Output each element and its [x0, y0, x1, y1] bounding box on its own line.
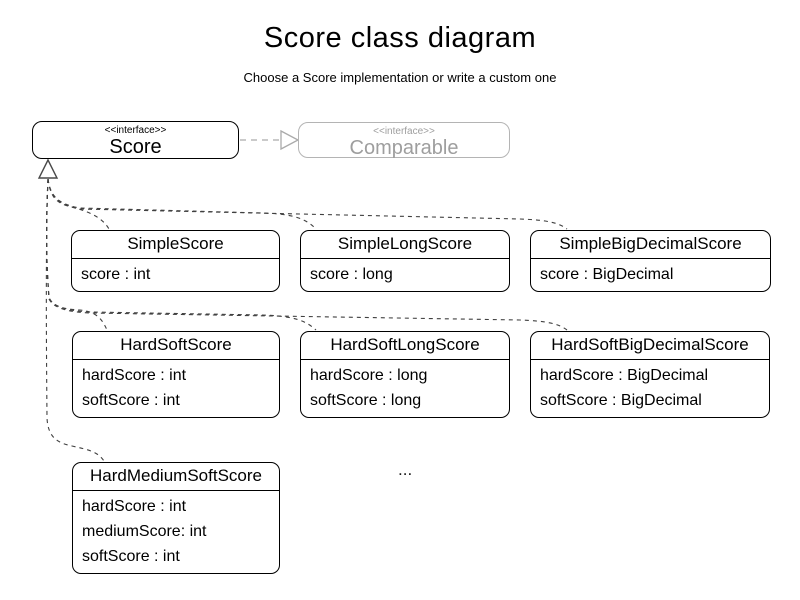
class-attribute: softScore : int [82, 548, 180, 565]
class-name: HardMediumSoftScore [73, 463, 279, 491]
hollow-triangle-right-icon [280, 129, 300, 151]
class-hardmediumsoftscore: HardMediumSoftScore hardScore : int medi… [72, 462, 280, 574]
class-name: SimpleScore [72, 231, 279, 259]
interface-score: <<interface>> Score [32, 121, 239, 159]
class-simplebigdecimalscore: SimpleBigDecimalScore score : BigDecimal [530, 230, 771, 292]
class-name: HardSoftScore [73, 332, 279, 360]
page-subtitle: Choose a Score implementation or write a… [243, 70, 557, 85]
class-hardsoftlongscore: HardSoftLongScore hardScore : long softS… [300, 331, 510, 418]
class-attribute: score : int [81, 266, 151, 283]
class-simplelongscore: SimpleLongScore score : long [300, 230, 510, 292]
class-attribute: score : BigDecimal [540, 266, 674, 283]
realization-edge-simplelongscore [47, 178, 317, 230]
interface-name: Score [109, 136, 162, 158]
class-name: HardSoftLongScore [301, 332, 509, 360]
class-simplescore: SimpleScore score : int [71, 230, 280, 292]
class-name: SimpleBigDecimalScore [531, 231, 770, 259]
class-attribute: hardScore : int [82, 367, 187, 384]
class-attribute: mediumScore: int [82, 523, 207, 540]
class-attribute: hardScore : long [310, 367, 428, 384]
interface-name: Comparable [349, 137, 459, 159]
class-attribute: softScore : BigDecimal [540, 392, 702, 409]
interface-comparable: <<interface>> Comparable [298, 122, 510, 159]
hollow-triangle-up-icon [37, 158, 59, 179]
class-name: HardSoftBigDecimalScore [531, 332, 769, 360]
class-attribute: hardScore : int [82, 498, 187, 515]
realization-edge-simplebigdecimalscore [47, 178, 568, 230]
class-hardsoftbigdecimalscore: HardSoftBigDecimalScore hardScore : BigD… [530, 331, 770, 418]
class-name: SimpleLongScore [301, 231, 509, 259]
class-attribute: softScore : int [82, 392, 180, 409]
more-implementations-ellipsis: ... [398, 460, 413, 479]
realization-edge-simplescore [47, 178, 110, 230]
stereotype-label: <<interface>> [373, 126, 435, 137]
class-attribute: softScore : long [310, 392, 422, 409]
page-title: Score class diagram [263, 22, 537, 54]
stereotype-label: <<interface>> [104, 125, 167, 136]
class-hardsoftscore: HardSoftScore hardScore : int softScore … [72, 331, 280, 418]
class-attribute: hardScore : BigDecimal [540, 367, 709, 384]
class-attribute: score : long [310, 266, 393, 283]
realization-edge-hardmediumsoftscore [45, 178, 105, 462]
